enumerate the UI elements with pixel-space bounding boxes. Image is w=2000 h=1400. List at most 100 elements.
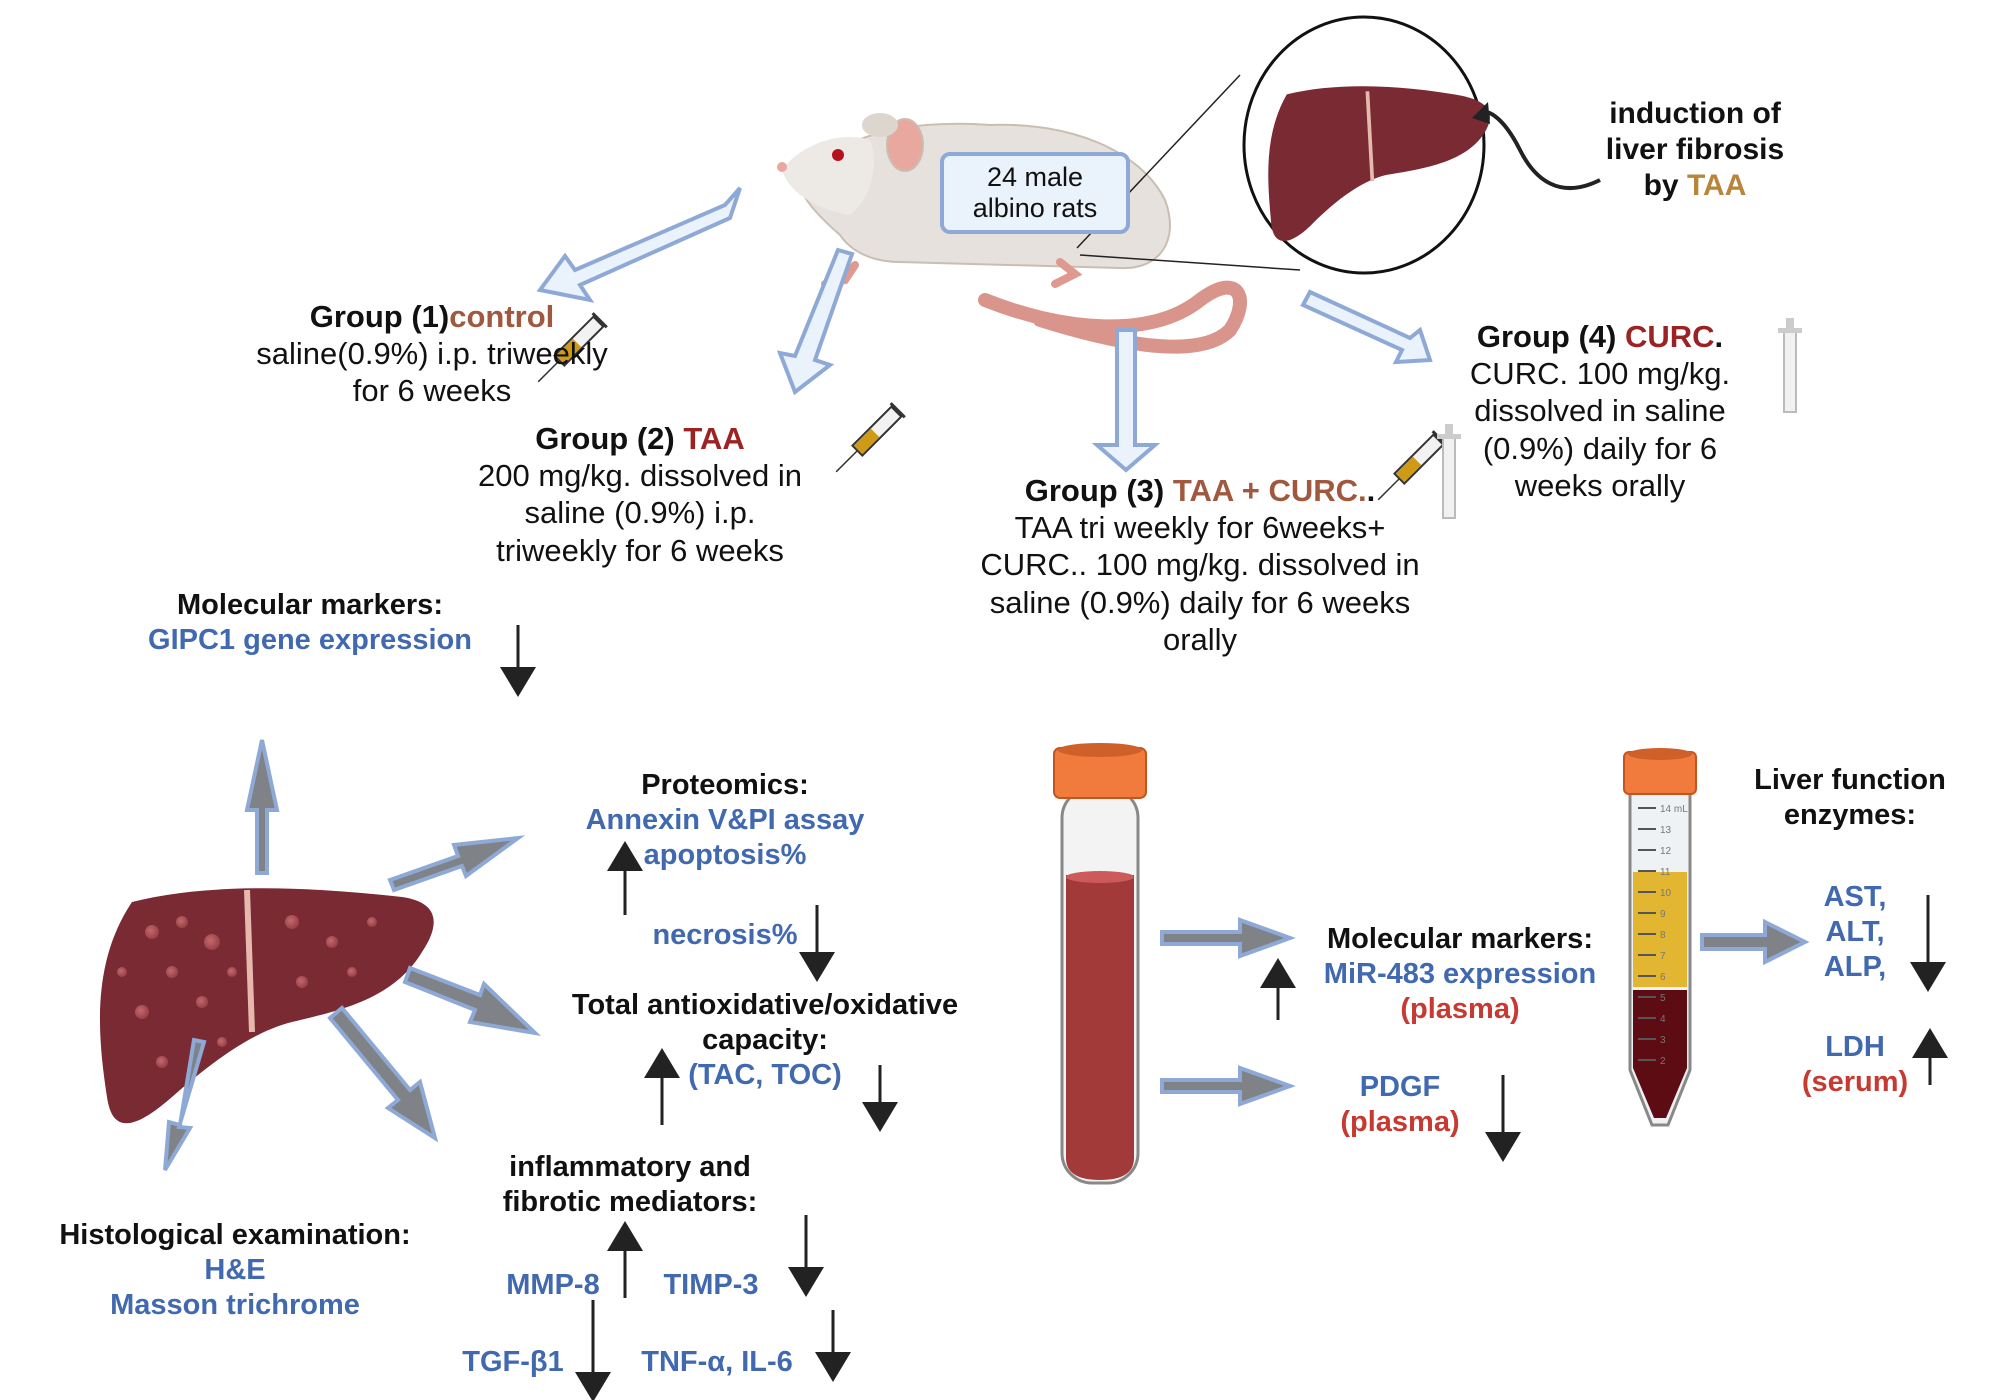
group-1-title: Group (1)control bbox=[309, 299, 555, 334]
group-4: Group (4) CURC. CURC. 100 mg/kg. dissolv… bbox=[1450, 318, 1750, 504]
scale-label: 13 bbox=[1660, 825, 1672, 836]
group-arrow-1 bbox=[536, 186, 742, 303]
ldh-label: LDH bbox=[1825, 1031, 1885, 1063]
callout-arrow-line bbox=[1481, 109, 1601, 191]
group-4-line: dissolved in saline bbox=[1474, 393, 1726, 429]
group-4-line: (0.9%) daily for 6 bbox=[1482, 430, 1718, 466]
tac-toc-label: (TAC, TOC) bbox=[688, 1058, 842, 1091]
inflammatory-title: inflammatory and bbox=[509, 1151, 751, 1183]
liver-molecular-markers: Molecular markers: GIPC1 gene expression bbox=[110, 588, 510, 658]
alp-label: ALP, bbox=[1823, 950, 1887, 983]
induction-line2: liver fibrosis bbox=[1605, 133, 1785, 166]
necrosis-label: necrosis% bbox=[652, 919, 798, 951]
group-4-line: CURC. 100 mg/kg. bbox=[1469, 356, 1731, 392]
zoom-line-bottom bbox=[1079, 254, 1301, 271]
mir483-label: MiR-483 expression bbox=[1323, 957, 1597, 990]
syringe-icon bbox=[537, 312, 608, 383]
scale-label: 3 bbox=[1660, 1035, 1666, 1046]
ldh-source: (serum) bbox=[1801, 1065, 1909, 1098]
ldh-block: LDH (serum) bbox=[1780, 1030, 1930, 1100]
blood-arrow-pdgf bbox=[1160, 1065, 1296, 1107]
he-label: H&E bbox=[204, 1253, 266, 1286]
group-2-line: saline (0.9%) i.p. bbox=[524, 495, 756, 531]
scale-label: 5 bbox=[1660, 993, 1666, 1004]
group-3-line: orally bbox=[1162, 621, 1238, 657]
scale-label: 2 bbox=[1660, 1056, 1666, 1067]
masson-label: Masson trichrome bbox=[110, 1288, 360, 1321]
pdgf-block: PDGF (plasma) bbox=[1320, 1070, 1480, 1140]
rat-label-line2: albino rats bbox=[972, 193, 1098, 223]
pdgf-label: PDGF bbox=[1359, 1071, 1441, 1103]
induction-label: induction of liver fibrosis by TAA bbox=[1600, 96, 1790, 204]
apoptosis-label: apoptosis% bbox=[643, 838, 807, 871]
group-3-title: Group (3) TAA + CURC.. bbox=[1024, 473, 1376, 508]
plasma-molecular-title: Molecular markers: bbox=[1327, 923, 1593, 955]
ast-label: AST, bbox=[1823, 881, 1887, 913]
group-3-line: saline (0.9%) daily for 6 weeks bbox=[989, 584, 1411, 620]
liver-molecular-title: Molecular markers: bbox=[177, 589, 443, 621]
proteomics-block: Proteomics: Annexin V&PI assay apoptosis… bbox=[560, 768, 890, 872]
group-2-title: Group (2) TAA bbox=[535, 421, 745, 456]
blood-tube bbox=[1053, 743, 1147, 1185]
syringe-icon bbox=[835, 402, 906, 473]
scale-label: 9 bbox=[1660, 909, 1666, 920]
rat-label-box: 24 male albino rats bbox=[940, 152, 1130, 234]
group-3-line: TAA tri weekly for 6weeks+ bbox=[1014, 510, 1386, 546]
induction-line1: induction of bbox=[1609, 97, 1781, 130]
scale-label: 12 bbox=[1660, 846, 1672, 857]
scale-label: 7 bbox=[1660, 951, 1666, 962]
group-3-line: CURC.. 100 mg/kg. dissolved in bbox=[980, 547, 1420, 583]
group-arrow-4 bbox=[1300, 289, 1433, 365]
scale-label: 11 bbox=[1660, 867, 1671, 878]
timp3-label: TIMP-3 bbox=[663, 1269, 759, 1301]
syringe-icon bbox=[1377, 430, 1448, 501]
oral-syringe-icon bbox=[1778, 318, 1802, 413]
inflammatory-title2: fibrotic mediators: bbox=[502, 1185, 758, 1218]
liver-arrow-up bbox=[244, 739, 280, 875]
group-4-line: weeks orally bbox=[1514, 467, 1686, 503]
group-arrow-2 bbox=[776, 247, 855, 396]
serum-arrow bbox=[1700, 918, 1810, 966]
scale-label: 10 bbox=[1660, 888, 1672, 899]
oxidative-title2: capacity: bbox=[702, 1023, 828, 1056]
scale-label: 14 mL bbox=[1660, 804, 1688, 815]
serum-tube bbox=[1623, 748, 1697, 1127]
induction-line3: by TAA bbox=[1643, 169, 1747, 202]
annexin-label: Annexin V&PI assay bbox=[585, 803, 865, 836]
fibrotic-liver-inset bbox=[1268, 86, 1490, 241]
group-1-line: saline(0.9%) i.p. triweekly bbox=[256, 336, 608, 372]
plasma-molecular-block: Molecular markers: MiR-483 expression (p… bbox=[1290, 922, 1630, 1026]
group-4-title: Group (4) CURC. bbox=[1476, 319, 1724, 354]
scale-label: 6 bbox=[1660, 972, 1666, 983]
alt-label: ALT, bbox=[1825, 915, 1885, 948]
group-arrow-3 bbox=[1091, 328, 1161, 473]
liver-arrow-proteomics bbox=[387, 835, 526, 893]
scale-label: 4 bbox=[1660, 1014, 1666, 1025]
liver-arrow-oxidative bbox=[402, 965, 542, 1037]
group-2: Group (2) TAA 200 mg/kg. dissolved in sa… bbox=[450, 420, 830, 569]
pdgf-source: (plasma) bbox=[1340, 1105, 1460, 1138]
callout-arrowhead bbox=[1472, 102, 1490, 124]
trend-arrows bbox=[500, 625, 1948, 1400]
gipc1-label: GIPC1 gene expression bbox=[148, 623, 472, 656]
proteomics-title: Proteomics: bbox=[641, 769, 809, 801]
group-2-line: 200 mg/kg. dissolved in bbox=[478, 458, 802, 494]
liver-function-title: Liver function enzymes: bbox=[1754, 764, 1946, 831]
mmp8-label: MMP-8 bbox=[506, 1269, 600, 1301]
group-2-line: triweekly for 6 weeks bbox=[496, 532, 784, 568]
histology-block: Histological examination: H&E Masson tri… bbox=[30, 1218, 440, 1322]
tgfb1-label: TGF-β1 bbox=[462, 1346, 564, 1378]
fibrotic-liver bbox=[99, 888, 434, 1124]
blood-arrow-mir483 bbox=[1160, 917, 1296, 959]
oxidative-title: Total antioxidative/oxidative bbox=[571, 989, 959, 1021]
oral-syringe-icon bbox=[1437, 424, 1461, 519]
serum-tube-scale: 14 mL 13 12 11 10 9 8 7 6 5 4 3 2 bbox=[1638, 804, 1688, 1067]
inflammatory-block: inflammatory and fibrotic mediators: bbox=[470, 1150, 790, 1220]
scale-label: 8 bbox=[1660, 930, 1666, 941]
oxidative-block: Total antioxidative/oxidative capacity: … bbox=[550, 988, 980, 1092]
liver-arrow-inflammatory bbox=[327, 1005, 439, 1143]
rat-label-line1: 24 male bbox=[986, 161, 1084, 192]
enzymes-list: AST, ALT, ALP, bbox=[1800, 880, 1910, 984]
tnfa-il6-label: TNF-α, IL-6 bbox=[641, 1346, 793, 1378]
